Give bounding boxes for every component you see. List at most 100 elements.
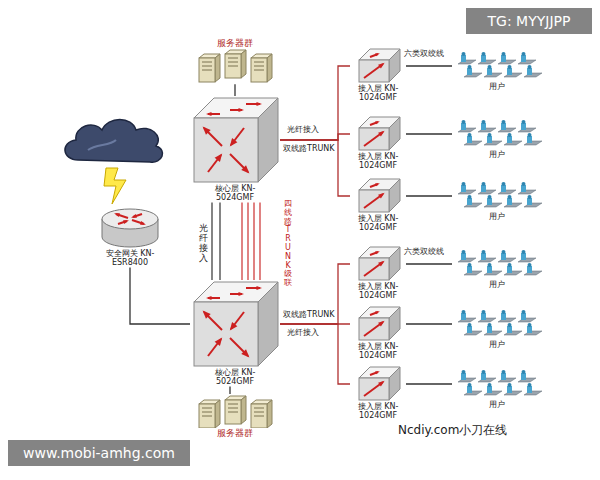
server-slot	[254, 70, 264, 71]
core-switch-side	[258, 282, 278, 366]
user-head	[468, 65, 472, 69]
desk	[484, 203, 502, 207]
desk	[498, 190, 516, 194]
desk	[524, 73, 542, 77]
router-icon	[98, 205, 162, 249]
desk	[518, 318, 536, 322]
user-head	[488, 195, 492, 199]
desk	[524, 141, 542, 145]
user-figure	[507, 68, 512, 75]
desk	[498, 318, 516, 322]
arrow-head	[378, 193, 385, 199]
network-device: 接入层 KN-1024GMF	[350, 366, 406, 420]
desk	[458, 128, 476, 132]
users-icon	[452, 308, 542, 340]
user-head	[528, 323, 532, 327]
network-link	[130, 267, 190, 324]
user-head	[482, 182, 486, 186]
watermark: www.mobi-amhg.com	[8, 440, 190, 466]
access-switch-side	[389, 49, 400, 82]
network-device: 核心层 KN-5024GMF	[190, 280, 280, 386]
access-switch-front	[359, 378, 389, 400]
server-slot	[228, 62, 238, 63]
access-icon	[356, 246, 401, 282]
desk	[498, 128, 516, 132]
user-figure	[527, 68, 532, 75]
desk	[518, 378, 536, 382]
user-figure	[481, 253, 486, 260]
arrow-head	[215, 337, 223, 346]
arrow-head	[203, 127, 211, 135]
annotation: 双线路TRUNK	[283, 144, 335, 153]
access-icon	[356, 116, 401, 152]
user-figure	[527, 386, 532, 393]
user-figure	[521, 123, 526, 130]
user-head	[522, 52, 526, 56]
user-head	[468, 323, 472, 327]
user-head	[488, 133, 492, 137]
server-front	[251, 404, 267, 428]
desk	[484, 331, 502, 335]
annotation: 六类双绞线	[404, 49, 444, 58]
device-label: 核心层 KN-5024GMF	[205, 184, 265, 202]
arrow-head	[378, 321, 385, 327]
desk	[498, 258, 516, 262]
user-figure	[521, 55, 526, 62]
user-head	[522, 370, 526, 374]
user-figure	[461, 373, 466, 380]
desk	[464, 73, 482, 77]
network-device: 核心层 KN-5024GMF	[190, 96, 280, 202]
network-link	[406, 65, 452, 66]
user-figure	[501, 313, 506, 320]
desk	[524, 271, 542, 275]
server-front	[225, 54, 241, 78]
access-icon	[356, 306, 401, 342]
desk	[504, 203, 522, 207]
user-head	[528, 133, 532, 137]
user-figure	[501, 253, 506, 260]
network-link	[406, 383, 452, 384]
core-switch-side	[258, 98, 278, 182]
user-head	[462, 182, 466, 186]
device-label: 接入层 KN-1024GMF	[350, 282, 406, 300]
user-figure	[521, 185, 526, 192]
network-device: 用户	[452, 180, 542, 221]
server-side	[267, 400, 272, 428]
arrow-head	[131, 214, 137, 218]
arrow-head	[241, 349, 249, 357]
link-label: 光纤接入	[199, 224, 208, 264]
desk	[498, 60, 516, 64]
network-device: 接入层 KN-1024GMF	[350, 116, 406, 170]
user-figure	[461, 123, 466, 130]
desk	[464, 141, 482, 145]
arrow-head	[375, 121, 380, 124]
user-figure	[507, 136, 512, 143]
user-figure	[467, 68, 472, 75]
device-label: 用户	[467, 400, 527, 409]
arrow-head	[140, 221, 146, 225]
user-figure	[521, 313, 526, 320]
arrow-head	[256, 102, 262, 106]
users-icon	[452, 368, 542, 400]
user-figure	[467, 136, 472, 143]
annotation: 六类双绞线	[404, 247, 444, 256]
server-icon	[195, 48, 275, 84]
user-figure	[507, 198, 512, 205]
desk	[464, 203, 482, 207]
user-head	[528, 195, 532, 199]
user-head	[508, 263, 512, 267]
server-slot	[228, 66, 238, 67]
arrow-head	[206, 296, 212, 300]
user-head	[528, 383, 532, 387]
server-side	[215, 400, 220, 428]
users-icon	[452, 180, 542, 212]
user-figure	[467, 326, 472, 333]
arrow-head	[241, 165, 249, 173]
arrow-head	[256, 286, 262, 290]
device-label: 核心层 KN-5024GMF	[205, 368, 265, 386]
user-head	[522, 120, 526, 124]
network-device: 用户	[452, 118, 542, 159]
user-figure	[461, 253, 466, 260]
server-slot	[202, 70, 212, 71]
desk	[478, 60, 496, 64]
